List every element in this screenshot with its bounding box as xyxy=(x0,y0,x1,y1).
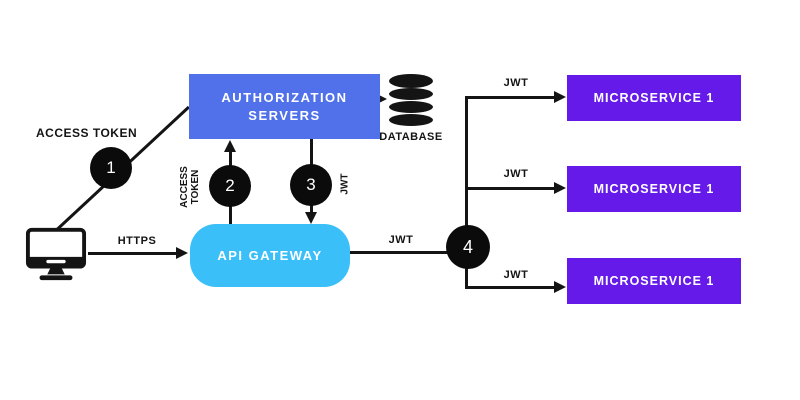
database-label: DATABASE xyxy=(379,131,443,143)
hub-trunk-line xyxy=(465,96,468,289)
arrowhead-into-ms3-icon xyxy=(554,281,566,293)
step-circle-4: 4 xyxy=(446,225,490,269)
microservice-node-1: MICROSERVICE 1 xyxy=(567,75,741,121)
auth-servers-node: AUTHORIZATION SERVERS xyxy=(189,74,380,139)
jwt-label-ms2: JWT xyxy=(503,168,529,180)
jwt-label-ms1: JWT xyxy=(503,77,529,89)
api-gateway-node: API GATEWAY xyxy=(190,224,350,287)
step-circle-3: 3 xyxy=(290,164,332,206)
arrowhead-into-gateway-top-icon xyxy=(305,212,317,224)
microservice-node-2: MICROSERVICE 1 xyxy=(567,166,741,212)
edge-gateway-to-hub-line xyxy=(350,251,468,254)
access-token-label: ACCESS TOKEN xyxy=(36,126,138,140)
step-4-number: 4 xyxy=(462,236,473,257)
arrowhead-into-gateway-icon xyxy=(176,247,188,259)
step-circle-1: 1 xyxy=(90,147,132,189)
edge-hub-to-ms2-line xyxy=(465,187,556,190)
microservice-2-label: MICROSERVICE 1 xyxy=(593,182,715,196)
edge-hub-to-ms1-line xyxy=(465,96,556,99)
auth-servers-label: AUTHORIZATION SERVERS xyxy=(221,89,348,123)
jwt-vertical-label: JWT xyxy=(339,173,351,195)
jwt-label-gateway-hub: JWT xyxy=(388,234,414,246)
edge-hub-to-ms3-line xyxy=(465,286,556,289)
edge-client-to-gateway-line xyxy=(88,252,178,255)
step-circle-2: 2 xyxy=(209,165,251,207)
arrowhead-into-ms1-icon xyxy=(554,91,566,103)
api-gateway-label: API GATEWAY xyxy=(217,248,323,263)
step-2-number: 2 xyxy=(225,176,235,195)
step-3-number: 3 xyxy=(306,175,316,194)
step-1-number: 1 xyxy=(106,158,116,177)
microservice-3-label: MICROSERVICE 1 xyxy=(593,274,715,288)
database-icon xyxy=(389,74,433,126)
microservice-node-3: MICROSERVICE 1 xyxy=(567,258,741,304)
desktop-computer-icon xyxy=(25,227,87,281)
microservice-1-label: MICROSERVICE 1 xyxy=(593,91,715,105)
jwt-label-ms3: JWT xyxy=(503,269,529,281)
access-token-vertical-label: ACCESS TOKEN xyxy=(179,166,201,208)
https-label: HTTPS xyxy=(117,235,157,247)
arrowhead-into-ms2-icon xyxy=(554,182,566,194)
arrowhead-into-auth-icon xyxy=(224,140,236,152)
